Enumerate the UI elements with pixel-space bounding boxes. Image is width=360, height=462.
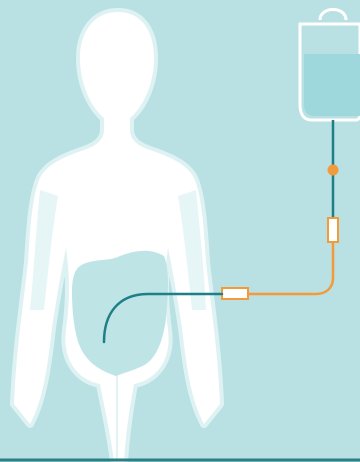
- connector-icon: [222, 288, 248, 299]
- iv-bag-icon: [300, 10, 360, 121]
- bag-hanger: [320, 10, 346, 21]
- person-silhouette-icon: [14, 12, 220, 462]
- bag-fluid: [304, 54, 360, 116]
- tube-orange: [248, 242, 333, 294]
- drip-chamber-icon: [328, 165, 339, 176]
- flow-regulator-icon: [328, 218, 338, 242]
